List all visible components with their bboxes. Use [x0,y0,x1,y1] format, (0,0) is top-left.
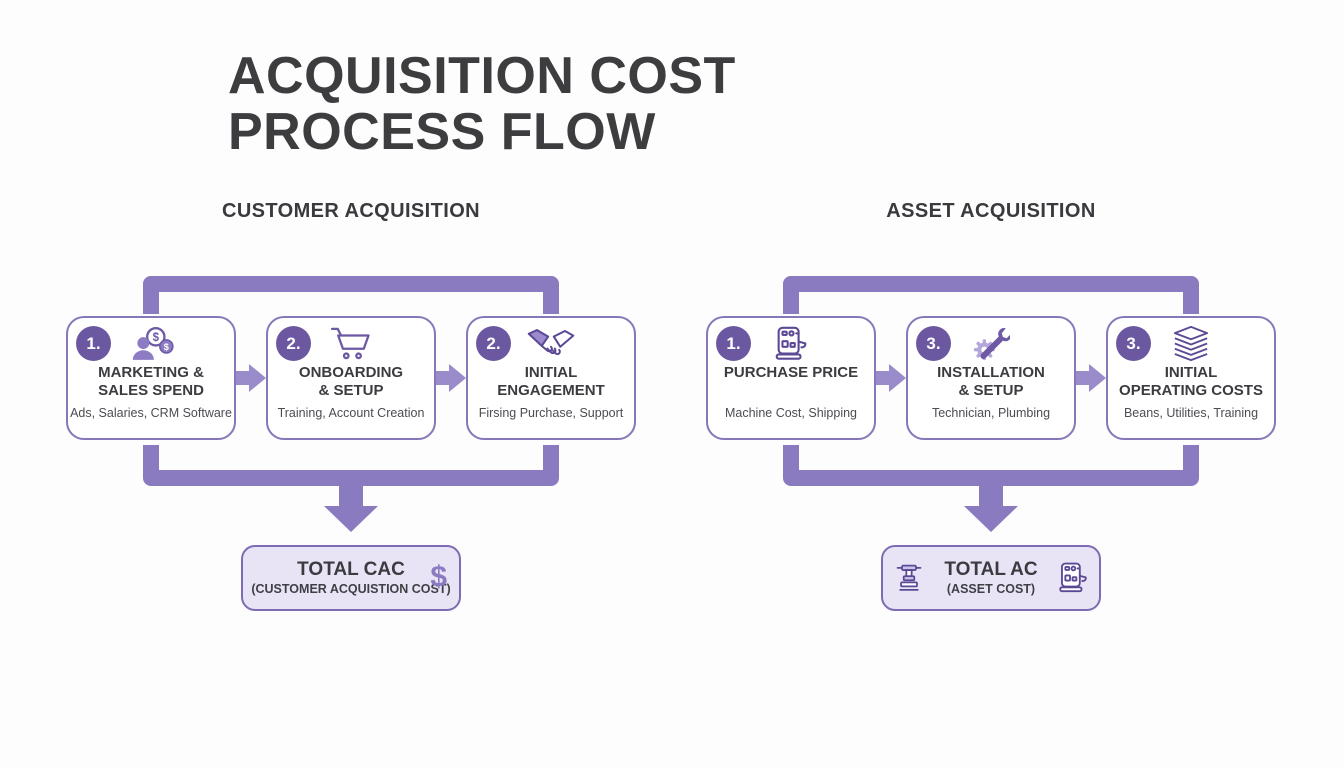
down-arrow-head-icon [964,506,1018,532]
step-number-badge: 3. [916,326,951,361]
bracket-top-stub-right [543,276,559,314]
step-title: MARKETING & SALES SPEND [72,364,230,401]
customer-acquisition-flow: CUSTOMER ACQUISITION 1. MARKETING & SALE… [66,195,636,640]
bracket-bottom [783,470,1199,486]
page-title-line2: PROCESS FLOW [228,103,656,162]
flow-arrow-right-icon [1076,316,1106,440]
step-title: INSTALLATION & SETUP [912,364,1070,401]
step-title: PURCHASE PRICE [712,364,870,382]
step-title-line2: OPERATING COSTS [1119,382,1263,400]
step-subtitle: Technician, Plumbing [931,406,1051,420]
total-cac-subtitle: (CUSTOMER ACQUISTION COST) [251,582,451,597]
bracket-top-stub-left [783,276,799,314]
total-cac-text: TOTAL CAC (CUSTOMER ACQUISTION COST) [251,559,450,596]
bracket-top-stub-right [1183,276,1199,314]
bracket-top [783,276,1199,292]
total-cac-title: TOTAL CAC [297,559,405,581]
bracket-bottom [143,470,559,486]
espresso-machine-icon [708,323,874,365]
step-title-line2: ENGAGEMENT [497,382,605,400]
down-arrow-head-icon [324,506,378,532]
page-title-line1: ACQUISITION COST [228,47,736,105]
step-title: INITIAL OPERATING COSTS [1112,364,1270,401]
step-title-line2: SALES SPEND [98,382,204,400]
espresso-machine-icon [1056,561,1090,595]
bracket-bottom-stub-right [543,445,559,470]
shopping-cart-icon [268,323,434,365]
flow-arrow-right-icon [236,316,266,440]
step-installation-setup: 3. INSTALLATION & SETUP Technician, Plum… [906,316,1076,440]
step-title-line2: & SETUP [318,382,384,400]
asset-acquisition-header: ASSET ACQUISITION [886,200,1096,222]
step-title-line2: & SETUP [958,382,1024,400]
step-marketing-sales-spend: 1. MARKETING & SALES SPEND Ads, Salaries… [66,316,236,440]
total-cac-box: TOTAL CAC (CUSTOMER ACQUISTION COST) $ [241,545,461,611]
step-number-badge: 3. [1116,326,1151,361]
step-title-line1: INSTALLATION [937,364,1045,381]
step-subtitle: Beans, Utilities, Training [1123,406,1259,420]
step-purchase-price: 1. PURCHASE PRICE Machine Cost, Shipping [706,316,876,440]
step-subtitle: Training, Account Creation [277,406,425,420]
step-initial-operating-costs: 3. INITIAL OPERATING COSTS Beans, Utilit… [1106,316,1276,440]
asset-steps-row: 1. PURCHASE PRICE Machine Cost, Shipping… [706,316,1276,440]
total-ac-title: TOTAL AC [944,559,1038,581]
step-onboarding-setup: 2. ONBOARDING & SETUP Training, Account … [266,316,436,440]
total-ac-subtitle: (ASSET COST) [946,582,1036,597]
total-ac-box: TOTAL AC (ASSET COST) [881,545,1101,611]
step-subtitle: Machine Cost, Shipping [724,406,858,420]
flow-arrow-right-icon [436,316,466,440]
step-number-badge: 1. [76,326,111,361]
step-title-line1: MARKETING & [98,364,204,381]
step-title-line1: PURCHASE PRICE [723,364,859,381]
page-title: ACQUISITION COST PROCESS FLOW [228,48,736,160]
grinder-icon [894,563,924,593]
step-title-line1: INITIAL [524,364,578,381]
step-subtitle: Firsing Purchase, Support [478,406,624,420]
customer-acquisition-header: CUSTOMER ACQUISITION [221,200,480,222]
handshake-icon [468,323,634,365]
person-coins-icon [68,323,234,365]
bracket-bottom-stub-right [1183,445,1199,470]
tools-icon [908,323,1074,365]
down-arrow-icon [979,486,1003,506]
step-number-badge: 2. [276,326,311,361]
step-subtitle: Ads, Salaries, CRM Software [70,406,232,420]
step-title-line1: ONBOARDING [298,364,404,381]
layers-icon [1108,323,1274,365]
flow-arrow-right-icon [876,316,906,440]
down-arrow-icon [339,486,363,506]
step-title: ONBOARDING & SETUP [272,364,430,401]
step-initial-engagement: 2. INITIAL ENGAGEMENT Firsing Purchase, … [466,316,636,440]
dollar-sign-icon: $ [430,560,447,594]
step-number-badge: 1. [716,326,751,361]
total-ac-text: TOTAL AC (ASSET COST) [944,559,1037,596]
customer-steps-row: 1. MARKETING & SALES SPEND Ads, Salaries… [66,316,636,440]
bracket-top [143,276,559,292]
bracket-top-stub-left [143,276,159,314]
asset-acquisition-flow: ASSET ACQUISITION 1. PURCHASE PRICE Mach… [706,195,1276,640]
step-number-badge: 2. [476,326,511,361]
step-title: INITIAL ENGAGEMENT [472,364,630,401]
bracket-bottom-stub-left [783,445,799,470]
step-title-line1: INITIAL [1164,364,1218,381]
bracket-bottom-stub-left [143,445,159,470]
